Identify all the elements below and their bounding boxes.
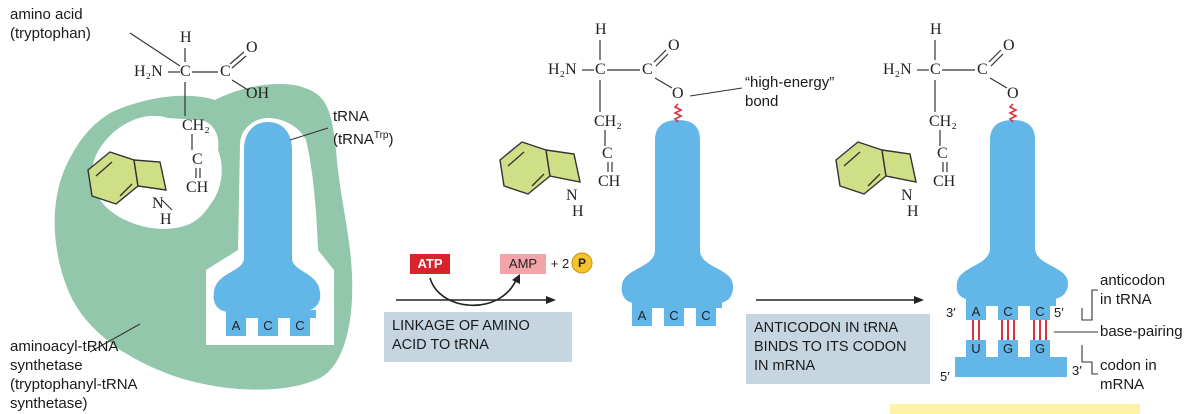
m1-h-top: H xyxy=(180,29,192,46)
m1-h2n: H₂N xyxy=(134,63,163,80)
trna-5prime-end: 5′ xyxy=(1054,305,1064,320)
trna3-base-2: C xyxy=(1003,304,1013,319)
bonds-3 xyxy=(917,40,1008,172)
codon-base-3: G xyxy=(1034,341,1046,356)
m2-h-ring: H xyxy=(572,203,584,220)
reaction-arrows xyxy=(396,274,924,307)
indole-ring-1 xyxy=(87,151,167,205)
m2-c-carboxyl: C xyxy=(642,61,653,78)
synthetase-label-4: synthetase) xyxy=(10,395,88,412)
m1-h-ring: H xyxy=(160,211,172,228)
m1-c-ring: C xyxy=(192,151,203,168)
codon-base-2: G xyxy=(1002,341,1014,356)
m1-o: O xyxy=(246,39,258,56)
m3-h2n: H₂N xyxy=(883,61,912,78)
step1-line1: LINKAGE OF AMINO xyxy=(392,318,530,334)
anticodon-label-2: in tRNA xyxy=(1100,291,1152,308)
m2-c-alpha: C xyxy=(595,61,606,78)
caption-highlight xyxy=(890,404,1140,414)
step1-line2: ACID TO tRNA xyxy=(392,337,489,353)
trna2-base-3: C xyxy=(701,308,711,323)
m2-n-ring: N xyxy=(566,187,578,204)
bonds-1 xyxy=(161,48,249,211)
m3-c-alpha: C xyxy=(930,61,941,78)
high-energy-bond-1 xyxy=(673,103,683,123)
trna-1 xyxy=(213,122,321,336)
bonds-2 xyxy=(582,40,673,172)
high-energy-label: “high-energy” xyxy=(745,74,835,91)
synthetase-label-3: (tryptophanyl-tRNA xyxy=(10,376,138,393)
m1-c-alpha: C xyxy=(180,63,191,80)
m3-c-carboxyl: C xyxy=(977,61,988,78)
trna-trp-prefix: (tRNA xyxy=(333,131,374,148)
trna-trp-superscript: Trp xyxy=(373,130,389,141)
m1-ch-ring: CH xyxy=(186,179,209,196)
m3-o-ester: O xyxy=(1007,85,1019,102)
trna-trp-suffix: ) xyxy=(388,131,394,148)
m3-h-ring: H xyxy=(907,203,919,220)
m3-h-top: H xyxy=(930,21,942,38)
mrna xyxy=(955,340,1067,377)
m3-c-ring: C xyxy=(937,145,948,162)
atp-tag: ATP xyxy=(410,254,450,274)
trna1-base-3: C xyxy=(295,318,305,333)
step2-line1: ANTICODON IN tRNA xyxy=(754,320,899,336)
plus-two-label: + 2 xyxy=(550,256,570,271)
trna1-base-2: C xyxy=(263,318,273,333)
m3-n-ring: N xyxy=(901,187,913,204)
bond-label: bond xyxy=(745,93,779,110)
trna3-base-3: C xyxy=(1035,304,1045,319)
m1-c-carboxyl: C xyxy=(220,63,231,80)
trna3-base-1: A xyxy=(971,304,981,319)
step2-line3: IN mRNA xyxy=(754,358,816,374)
leader-lines xyxy=(89,32,1098,375)
m2-h-top: H xyxy=(595,21,607,38)
step1-box: LINKAGE OF AMINO ACID TO tRNA xyxy=(384,312,572,362)
trna-label: tRNA xyxy=(333,108,369,125)
trna-trp-label: (tRNATrp) xyxy=(333,127,393,149)
mrna-5prime-end: 5′ xyxy=(940,369,950,384)
base-pair-lines xyxy=(972,320,1047,340)
phosphate-circle xyxy=(571,252,593,274)
trna2-base-1: A xyxy=(637,308,647,323)
synthetase-label-2: synthetase xyxy=(10,357,83,374)
trna1-base-1: A xyxy=(231,318,241,333)
m3-ch-ring: CH xyxy=(933,173,956,190)
indole-ring-3 xyxy=(835,141,917,195)
m2-o-double: O xyxy=(668,37,680,54)
amino-acid-label: amino acid xyxy=(10,6,83,23)
trna-2 xyxy=(621,120,734,326)
trna-3prime-end: 3′ xyxy=(946,305,956,320)
m2-ch-ring: CH xyxy=(598,173,621,190)
indole-ring-2 xyxy=(499,141,581,195)
m1-n-ring: N xyxy=(152,195,164,212)
base-pairing-label: base-pairing xyxy=(1100,323,1183,340)
m1-ch2: CH₂ xyxy=(182,117,210,134)
step2-line2: BINDS TO ITS CODON xyxy=(754,339,907,355)
m2-c-ring: C xyxy=(602,145,613,162)
m3-o-double: O xyxy=(1003,37,1015,54)
m3-ch2: CH₂ xyxy=(929,113,957,130)
codon-label-2: mRNA xyxy=(1100,376,1145,393)
mrna-3prime-end: 3′ xyxy=(1072,363,1082,378)
m2-h2n: H₂N xyxy=(548,61,577,78)
amp-tag: AMP xyxy=(500,254,546,274)
m2-o-ester: O xyxy=(672,85,684,102)
m2-ch2: CH₂ xyxy=(594,113,622,130)
synthetase-label-1: aminoacyl-tRNA xyxy=(10,338,119,355)
m1-oh: OH xyxy=(246,85,270,102)
trna2-base-2: C xyxy=(669,308,679,323)
phosphate-label: P xyxy=(577,256,586,270)
high-energy-bond-2 xyxy=(1008,103,1018,123)
anticodon-label-1: anticodon xyxy=(1100,272,1166,289)
step2-box: ANTICODON IN tRNA BINDS TO ITS CODON IN … xyxy=(746,314,930,384)
codon-base-1: U xyxy=(971,341,981,356)
trna-3 xyxy=(956,120,1068,320)
codon-label-1: codon in xyxy=(1100,357,1157,374)
tryptophan-label: (tryptophan) xyxy=(10,25,91,42)
